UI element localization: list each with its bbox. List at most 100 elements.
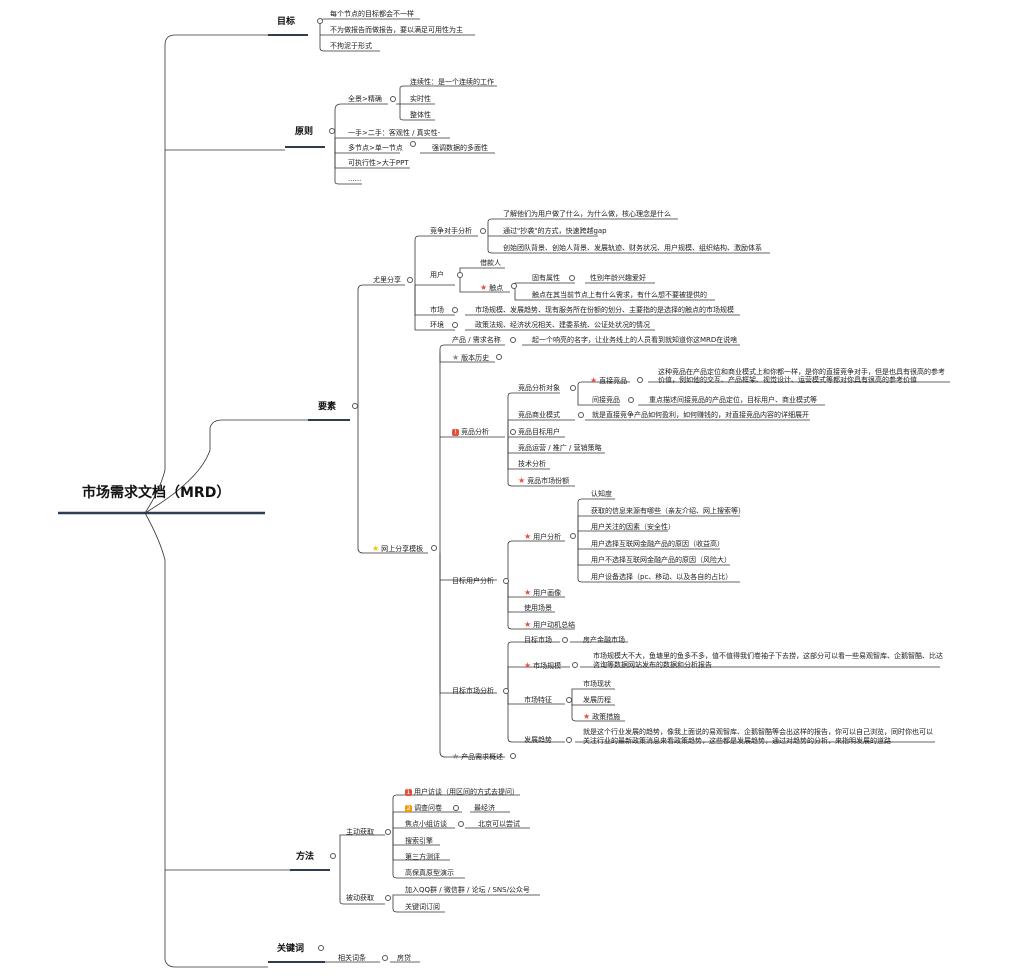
online-template-node[interactable]: ★网上分享模板 [372, 544, 424, 553]
fixed-attr-node[interactable]: 固有属性 [532, 274, 560, 282]
related-node[interactable]: 相关词条 [338, 954, 366, 962]
user-node[interactable]: 用户 [430, 271, 444, 279]
competitor-item[interactable]: 了解他们为用户做了什么，为什么做，核心理念是什么 [503, 210, 671, 218]
product-name-note[interactable]: 起一个响亮的名字，让业务线上的人员看到就知道你这MRD在说啥 [532, 336, 738, 344]
collapse-toggle[interactable] [382, 955, 388, 961]
principle-subitem[interactable]: 实时性 [410, 95, 431, 103]
market-feature-item[interactable]: ★政策措施 [583, 712, 621, 721]
market-size-note[interactable]: 市场规模大不大，鱼塘里的鱼多不多，值不值得我们卷袖子下去捞，这部分可以看一些易观… [593, 652, 943, 660]
method-heading[interactable]: 方法 [296, 852, 315, 862]
collapse-toggle[interactable] [352, 403, 358, 409]
market-features-node[interactable]: 市场特征 [524, 696, 552, 704]
biz-model-node[interactable]: 竞品商业模式 [518, 411, 560, 419]
comp-objects-node[interactable]: 竞品分析对象 [518, 384, 560, 392]
market-note[interactable]: 市场规模、发展趋势、现有服务所在份额的划分、主要指的是选择的触点的市场规模 [475, 306, 734, 314]
keywords-heading[interactable]: 关键词 [277, 944, 305, 954]
collapse-toggle[interactable] [407, 277, 413, 283]
expand-toggle[interactable] [496, 354, 502, 360]
competitor-item[interactable]: 创始团队背景、创始人背景、发展轨迹、财务状况、用户规模、组织结构、激励体系 [503, 244, 762, 252]
collapse-toggle[interactable] [572, 662, 578, 668]
collapse-toggle[interactable] [510, 429, 516, 435]
principle-note[interactable]: 强调数据的多面性 [432, 144, 488, 152]
collapse-toggle[interactable] [453, 805, 459, 811]
active-node[interactable]: 主动获取 [346, 828, 374, 836]
collapse-toggle[interactable] [458, 821, 464, 827]
target-market-node[interactable]: 目标市场 [524, 636, 552, 644]
user-analysis-item[interactable]: 用户关注的因素（安全性） [591, 523, 675, 531]
indirect-note[interactable]: 重点描述间接竞品的产品定位，目标用户、商业模式等 [649, 396, 817, 404]
comp-target-users-node[interactable]: 竞品目标用户 [518, 428, 560, 436]
prototype-node[interactable]: 高保真原型演示 [405, 869, 454, 877]
principle-item[interactable]: ...... [348, 175, 362, 183]
collapse-toggle[interactable] [637, 377, 643, 383]
goal-item[interactable]: 每个节点的目标都会不一样 [330, 10, 414, 18]
collapse-toggle[interactable] [431, 545, 437, 551]
principle-item[interactable]: 一手>二手：客观性 / 真实性- [348, 129, 441, 137]
collapse-toggle[interactable] [578, 412, 584, 418]
collapse-toggle[interactable] [410, 141, 416, 147]
passive-node[interactable]: 被动获取 [346, 894, 374, 902]
collapse-toggle[interactable] [569, 275, 575, 281]
collapse-toggle[interactable] [330, 853, 336, 859]
product-name-node[interactable]: 产品 / 需求名称 [452, 336, 501, 344]
collapse-toggle[interactable] [317, 18, 323, 24]
goal-item[interactable]: 不拘泥于形式 [330, 42, 372, 50]
market-node[interactable]: 市场 [430, 306, 444, 314]
trend-node[interactable]: 发展趋势 [524, 736, 552, 744]
target-user-analysis-node[interactable]: 目标用户分析 [452, 577, 494, 585]
collapse-toggle[interactable] [566, 737, 572, 743]
fixed-attr-note[interactable]: 性别年龄兴趣爱好 [590, 274, 646, 282]
related-note[interactable]: 房贷 [397, 954, 411, 962]
user-analysis-item[interactable]: 获取的信息来源有哪些（亲友介绍、网上搜索等） [591, 507, 745, 515]
collapse-toggle[interactable] [628, 397, 634, 403]
collapse-toggle[interactable] [457, 272, 463, 278]
collapse-toggle[interactable] [452, 322, 458, 328]
collapse-toggle[interactable] [452, 307, 458, 313]
collapse-toggle[interactable] [566, 697, 572, 703]
passive-item[interactable]: 关键词订阅 [405, 903, 440, 911]
persona-node[interactable]: ★用户画像 [524, 588, 562, 597]
collapse-toggle[interactable] [385, 829, 391, 835]
principle-item[interactable]: 全景>精确 [348, 95, 382, 103]
direct-competitor-node[interactable]: ★直接竞品 [590, 376, 628, 385]
collapse-toggle[interactable] [390, 96, 396, 102]
target-market-analysis-node[interactable]: 目标市场分析 [452, 687, 494, 695]
uniqueness-node[interactable]: 尤里分享 [373, 276, 401, 284]
user-analysis-item[interactable]: 认知度 [591, 490, 612, 498]
environment-note[interactable]: 政策法规、经济状况相关、建委系统、公证处状况的情况 [475, 321, 650, 329]
focus-note[interactable]: 北京可以尝试 [478, 820, 520, 828]
overview-node[interactable]: ★产品需求概述 [452, 752, 504, 761]
touchpoint-node[interactable]: ★触点 [480, 283, 504, 292]
user-analysis-node[interactable]: ★用户分析 [524, 532, 562, 541]
comp-ops-node[interactable]: 竞品运营 / 推广 / 营销策略 [518, 444, 602, 452]
collapse-toggle[interactable] [385, 895, 391, 901]
search-engine-node[interactable]: 搜索引擎 [405, 837, 433, 845]
principle-subitem[interactable]: 整体性 [410, 111, 431, 119]
principle-subitem[interactable]: 连续性：是一个连续的工作 [410, 78, 494, 86]
market-feature-item[interactable]: 市场现状 [583, 680, 611, 688]
collapse-toggle[interactable] [562, 637, 568, 643]
goal-heading[interactable]: 目标 [277, 17, 296, 27]
market-size-node[interactable]: ★市场规模 [524, 661, 562, 670]
version-node[interactable]: ★版本历史 [452, 353, 490, 362]
expand-toggle[interactable] [510, 753, 516, 759]
trend-note[interactable]: 关注行业的最新政策消息来看政策趋势，这些都是发展趋势，通过对趋势的分析，来指明发… [583, 737, 891, 745]
environment-node[interactable]: 环境 [430, 321, 444, 329]
indirect-competitor-node[interactable]: 间接竞品 [592, 396, 620, 404]
motivation-node[interactable]: ★用户动机总结 [524, 620, 576, 629]
collapse-toggle[interactable] [511, 283, 517, 289]
focus-group-node[interactable]: 焦点小组访谈 [405, 820, 447, 828]
collapse-toggle[interactable] [318, 945, 324, 951]
competitive-analysis-node[interactable]: !竞品分析 [452, 428, 489, 437]
collapse-toggle[interactable] [503, 578, 509, 584]
market-size-note[interactable]: 咨询等数据网站发布的数据和分析报告 [593, 661, 712, 669]
collapse-toggle[interactable] [503, 688, 509, 694]
tech-analysis-node[interactable]: 技术分析 [518, 460, 546, 468]
collapse-toggle[interactable] [510, 337, 516, 343]
collapse-toggle[interactable] [480, 228, 486, 234]
market-share-node[interactable]: ★竞品市场份额 [518, 476, 570, 485]
user-analysis-item[interactable]: 用户设备选择（pc、移动、以及各自的占比） [591, 573, 733, 581]
principle-item[interactable]: 多节点>单一节点 [348, 144, 403, 152]
